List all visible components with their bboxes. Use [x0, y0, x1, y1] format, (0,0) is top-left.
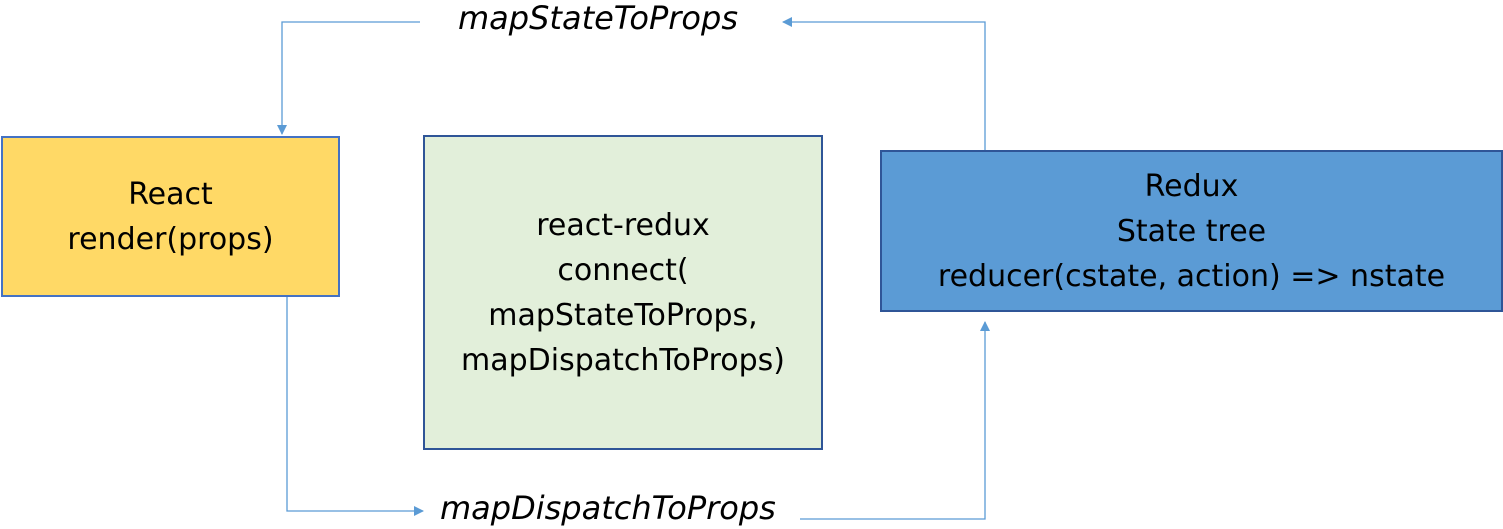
react-redux-node: react-redux connect( mapStateToProps, ma…: [423, 135, 823, 450]
redux-node-reducer: reducer(cstate, action) => nstate: [937, 258, 1446, 294]
react-redux-node-connect: connect(: [557, 252, 689, 288]
dispatch-to-props-connector-right: [800, 321, 990, 520]
map-dispatch-to-props-label: mapDispatchToProps: [440, 489, 776, 527]
react-node-method: render(props): [67, 221, 274, 257]
map-state-to-props-label: mapStateToProps: [458, 0, 738, 37]
react-redux-node-arg-dispatch: mapDispatchToProps): [461, 342, 785, 378]
react-node: React render(props): [1, 136, 340, 297]
redux-node-title: Redux: [1144, 168, 1239, 204]
redux-node: Redux State tree reducer(cstate, action)…: [880, 150, 1503, 312]
state-to-props-connector-right: [782, 17, 986, 150]
dispatch-to-props-connector-left: [286, 297, 424, 516]
redux-node-subtitle: State tree: [1116, 213, 1267, 249]
react-redux-node-arg-state: mapStateToProps,: [488, 297, 758, 333]
state-to-props-connector-left: [277, 21, 420, 135]
react-redux-node-title: react-redux: [536, 207, 710, 243]
react-node-title: React: [128, 176, 213, 212]
